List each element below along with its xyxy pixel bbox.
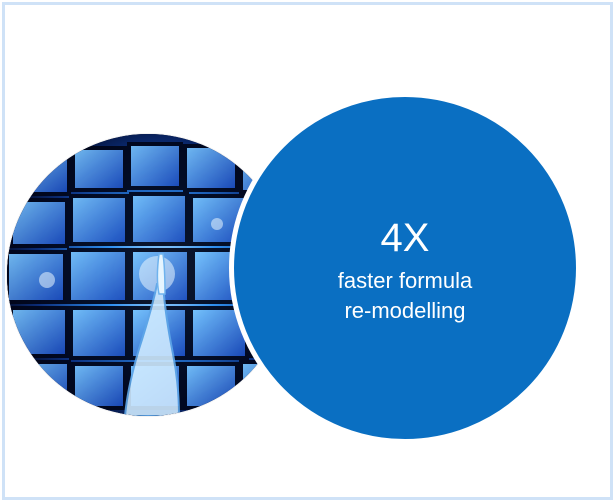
stat-label-line1: faster formula	[337, 268, 473, 293]
stat-callout-circle: 4X faster formula re-modelling	[229, 92, 581, 444]
stat-value: 4X	[380, 216, 430, 260]
stat-label-line2: re-modelling	[344, 298, 466, 323]
